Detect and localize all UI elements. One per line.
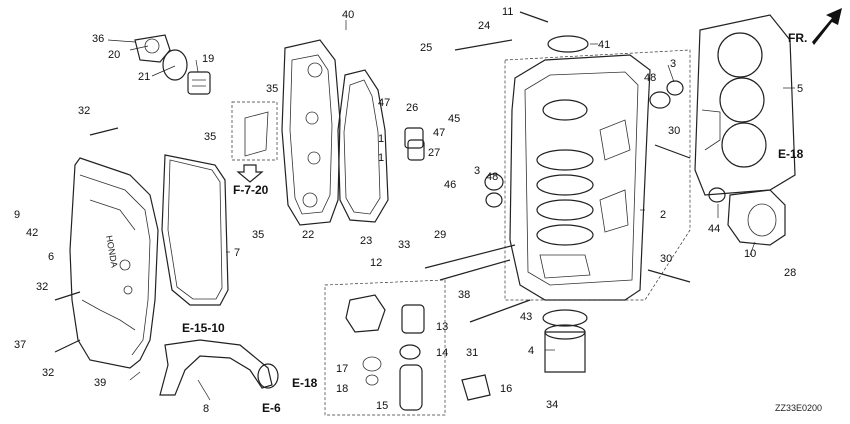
small-parts [404,35,684,401]
ref-f-7-20[interactable]: F-7-20 [233,183,269,197]
part-label-43: 43 [520,311,532,323]
part-label-6: 6 [48,251,54,263]
part-label-31: 31 [466,347,478,359]
part-label-4: 4 [528,345,534,357]
part-label-40: 40 [342,9,354,21]
part-label-9: 9 [14,209,20,221]
part-label-35c: 35 [252,229,264,241]
front-direction-arrow: FR. [788,8,842,45]
detail-box-12 [324,279,446,416]
part-label-30b: 30 [660,253,672,265]
ref-e-6[interactable]: E-6 [262,401,281,415]
rocker-gasket [337,69,389,223]
ref-e-15-10[interactable]: E-15-10 [182,321,225,335]
part-label-27: 27 [428,147,440,159]
rocker-housing [281,39,341,226]
part-label-3b: 3 [474,165,480,177]
part-label-33: 33 [398,239,410,251]
part-label-15: 15 [376,400,388,412]
part-label-48b: 48 [486,171,498,183]
part-label-25: 25 [420,42,432,54]
part-label-1: 1 [378,133,384,145]
part-label-42: 42 [26,227,38,239]
part-label-29: 29 [434,229,446,241]
part-label-30: 30 [668,125,680,137]
part-label-7: 7 [234,247,240,259]
part-label-35a: 35 [266,83,278,95]
part-label-11: 11 [502,6,513,18]
part-label-14: 14 [436,347,448,359]
part-label-19: 19 [202,53,214,65]
part-label-16: 16 [500,383,512,395]
part-label-20: 20 [108,49,120,61]
part-label-13: 13 [436,321,448,333]
part-label-35b: 35 [204,131,216,143]
cylinder-block [509,54,651,301]
part-label-47a: 47 [378,97,390,109]
part-label-2: 2 [660,209,666,221]
part-label-32a: 32 [78,105,90,117]
part-label-8: 8 [203,403,209,415]
part-label-18: 18 [336,383,348,395]
cover-gasket [161,154,229,306]
head-gasket [694,14,796,196]
cover-brand: HONDA [104,235,119,269]
ref-e-18-right[interactable]: E-18 [778,147,804,161]
diagram-code: ZZ33E0200 [775,403,822,413]
part-label-32c: 32 [42,367,54,379]
part-label-46: 46 [444,179,456,191]
block-outline [504,49,691,301]
part-label-32b: 32 [36,281,48,293]
part-label-10: 10 [744,248,756,260]
part-label-5: 5 [797,83,803,95]
part-label-3: 3 [670,58,676,70]
part-labels: 1 1 2 3 3 4 5 6 7 8 9 10 11 12 13 14 15 … [14,6,803,415]
part-label-28: 28 [784,267,796,279]
part-label-48a: 48 [644,72,656,84]
part-label-47b: 47 [433,127,445,139]
part-label-34: 34 [546,399,558,411]
part-label-17: 17 [336,363,348,375]
svg-text:HONDA: HONDA [104,235,119,269]
part-label-41: 41 [598,39,610,51]
part-label-38: 38 [458,289,470,301]
water-elbow [708,187,786,246]
part-label-12: 12 [370,257,382,269]
bolts [54,11,691,353]
leader-lines [107,20,795,401]
ref-e-18-bottom[interactable]: E-18 [292,376,318,390]
part-label-37: 37 [14,339,26,351]
part-label-23: 23 [360,235,372,247]
hose [159,339,279,396]
head-cover: HONDA [69,157,159,369]
part-label-21: 21 [138,71,150,83]
part-label-22: 22 [302,229,314,241]
part-label-1b: 1 [378,152,384,164]
part-label-36: 36 [92,33,104,45]
thermostat-group [134,34,211,95]
part-label-24: 24 [478,20,490,32]
part-label-39: 39 [94,377,106,389]
part-label-26: 26 [406,102,418,114]
detail-box-f720 [231,101,278,183]
svg-text:FR.: FR. [788,31,807,45]
part-label-45: 45 [448,113,460,125]
part-label-44: 44 [708,223,720,235]
